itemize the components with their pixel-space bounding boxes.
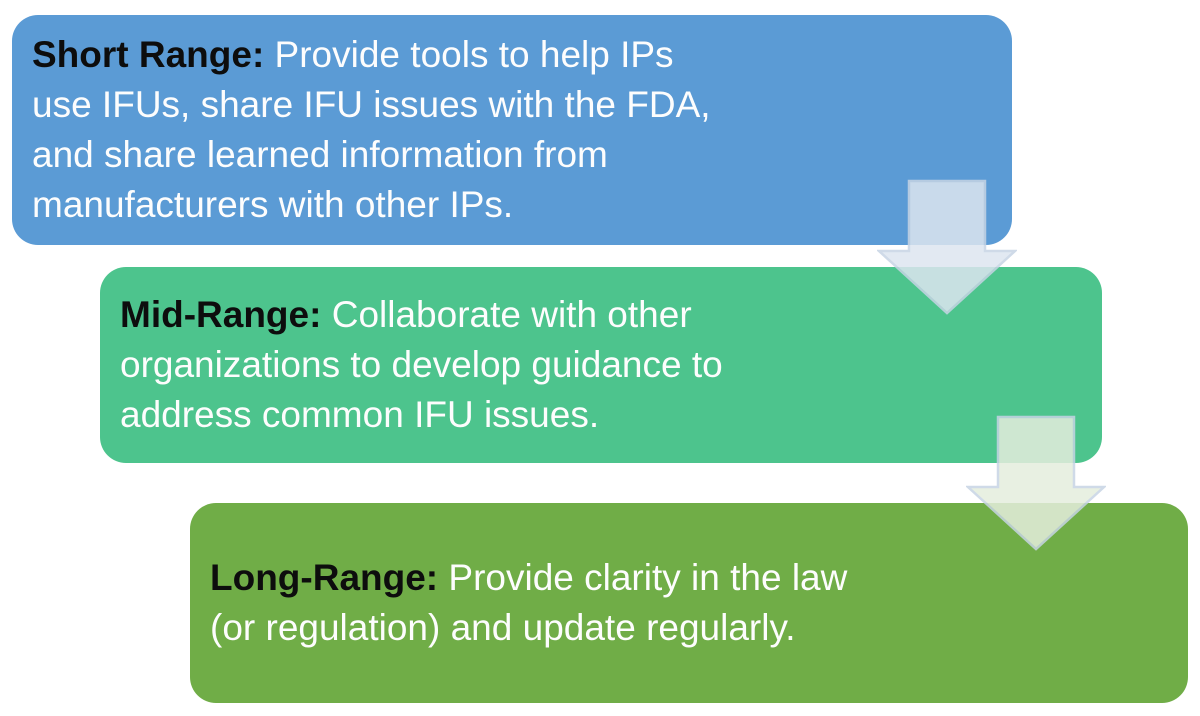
down-arrow-shape <box>877 179 1017 315</box>
short-range-line-4: manufacturers with other IPs. <box>32 184 514 225</box>
short-range-line-1: Short Range: Provide tools to help IPs <box>32 30 992 80</box>
short-range-line-1-rest: Provide tools to help IPs <box>264 34 674 75</box>
down-arrow-icon <box>877 179 1017 315</box>
down-arrow-shape <box>966 415 1106 551</box>
short-range-line-3: and share learned information from <box>32 134 608 175</box>
long-range-line-1: Long-Range: Provide clarity in the law <box>210 553 1168 603</box>
long-range-box: Long-Range: Provide clarity in the law (… <box>190 503 1188 703</box>
mid-range-line-3: address common IFU issues. <box>120 394 600 435</box>
down-arrow-icon <box>966 415 1106 551</box>
short-range-line-2: use IFUs, share IFU issues with the FDA, <box>32 84 711 125</box>
long-range-lead-label: Long-Range: <box>210 557 439 598</box>
long-range-line-2: (or regulation) and update regularly. <box>210 607 796 648</box>
mid-range-line-2: organizations to develop guidance to <box>120 344 723 385</box>
short-range-box: Short Range: Provide tools to help IPs u… <box>12 15 1012 245</box>
short-range-lead-label: Short Range: <box>32 34 265 75</box>
long-range-line-1-rest: Provide clarity in the law <box>438 557 848 598</box>
mid-range-lead-label: Mid-Range: <box>120 294 322 335</box>
mid-range-line-1: Mid-Range: Collaborate with other <box>120 290 1082 340</box>
mid-range-line-1-rest: Collaborate with other <box>321 294 692 335</box>
